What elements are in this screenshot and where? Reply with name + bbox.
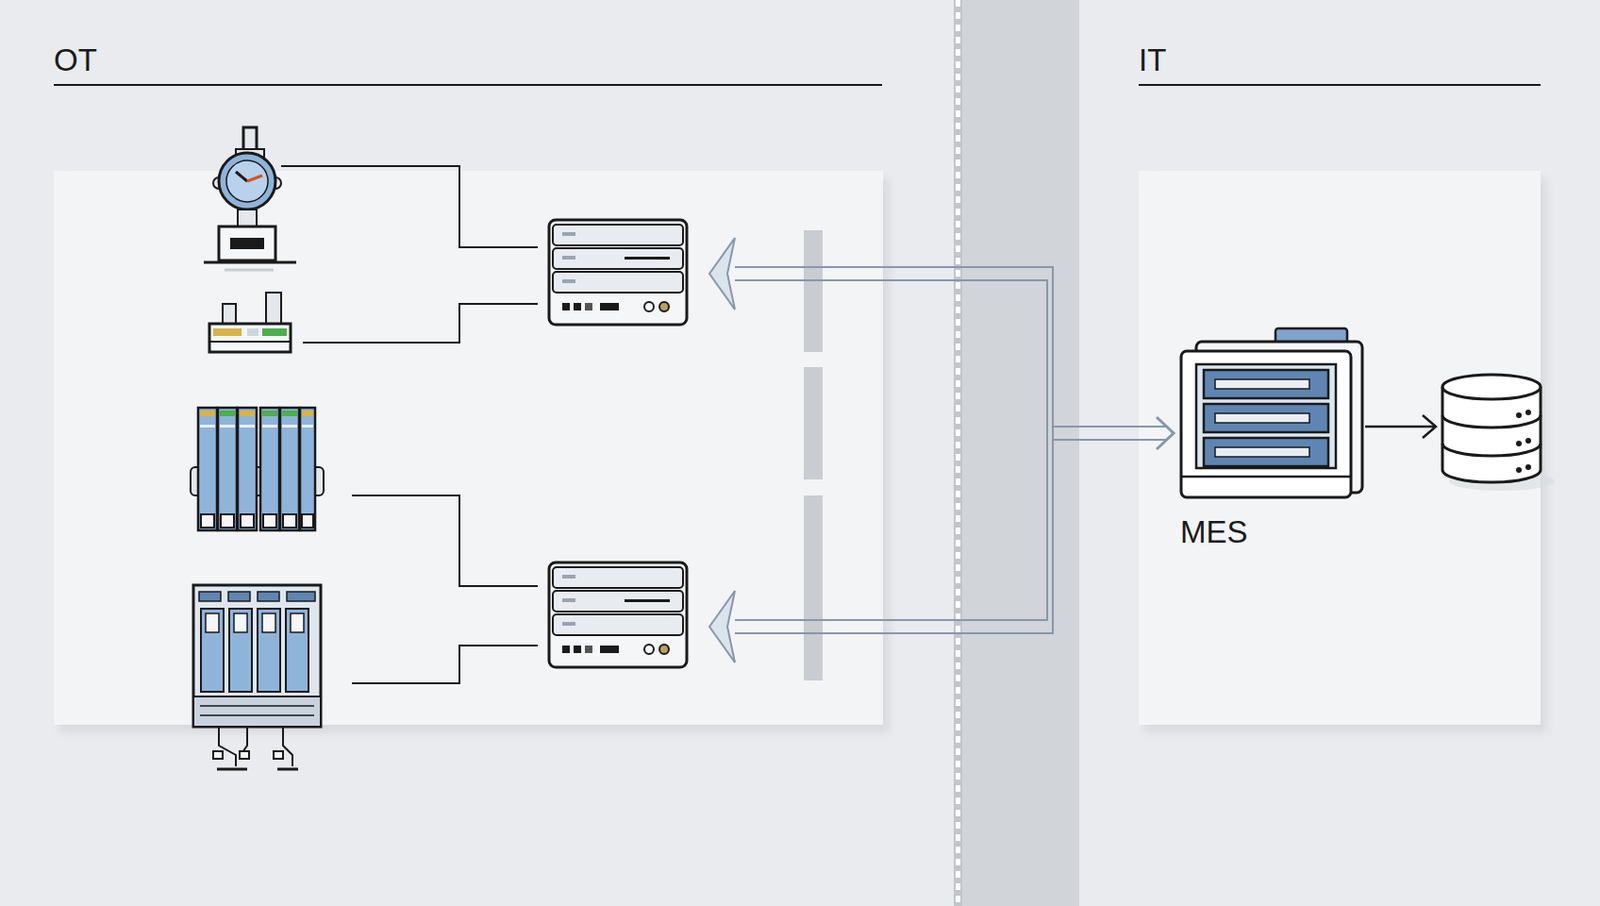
flow-line: [734, 266, 1053, 634]
server-label: MES: [1180, 513, 1249, 551]
flow-line: [1052, 438, 1167, 441]
plc-rack-icon: [190, 407, 324, 531]
network-boundary-band: [953, 0, 1080, 906]
heading-rule: [53, 83, 883, 86]
mes-server-icon: [1181, 328, 1363, 498]
arrow-head: [709, 237, 735, 310]
gateway-server-icon: [549, 562, 687, 667]
firewall-bar: [803, 230, 823, 352]
zone-heading: IT: [1138, 41, 1167, 80]
arrow-head: [1156, 416, 1174, 450]
connector-line: [1365, 425, 1434, 429]
boundary-dashes: [955, 0, 961, 906]
zone-heading: OT: [53, 41, 98, 80]
server-node: MES: [1179, 325, 1368, 552]
boundary-edge: [953, 0, 963, 906]
zone-panel: OT: [53, 170, 884, 725]
drive-cabinet-icon: [193, 584, 321, 769]
firewall-bar: [803, 495, 823, 681]
wire: [302, 303, 538, 343]
gateway-server-icon: [549, 219, 687, 325]
arrow-head: [1422, 415, 1436, 438]
gauge-icon: [203, 127, 297, 270]
arrow-head: [709, 590, 735, 663]
flow-line: [734, 280, 1048, 620]
wire: [351, 495, 538, 586]
flow-line: [1052, 425, 1167, 428]
zone-panel: ITMES: [1138, 170, 1541, 725]
io-module-icon: [209, 292, 291, 352]
database-icon: [1442, 374, 1555, 491]
wire: [351, 645, 538, 684]
wire: [281, 166, 538, 248]
firewall-bar: [803, 366, 823, 480]
heading-rule: [1138, 83, 1541, 86]
